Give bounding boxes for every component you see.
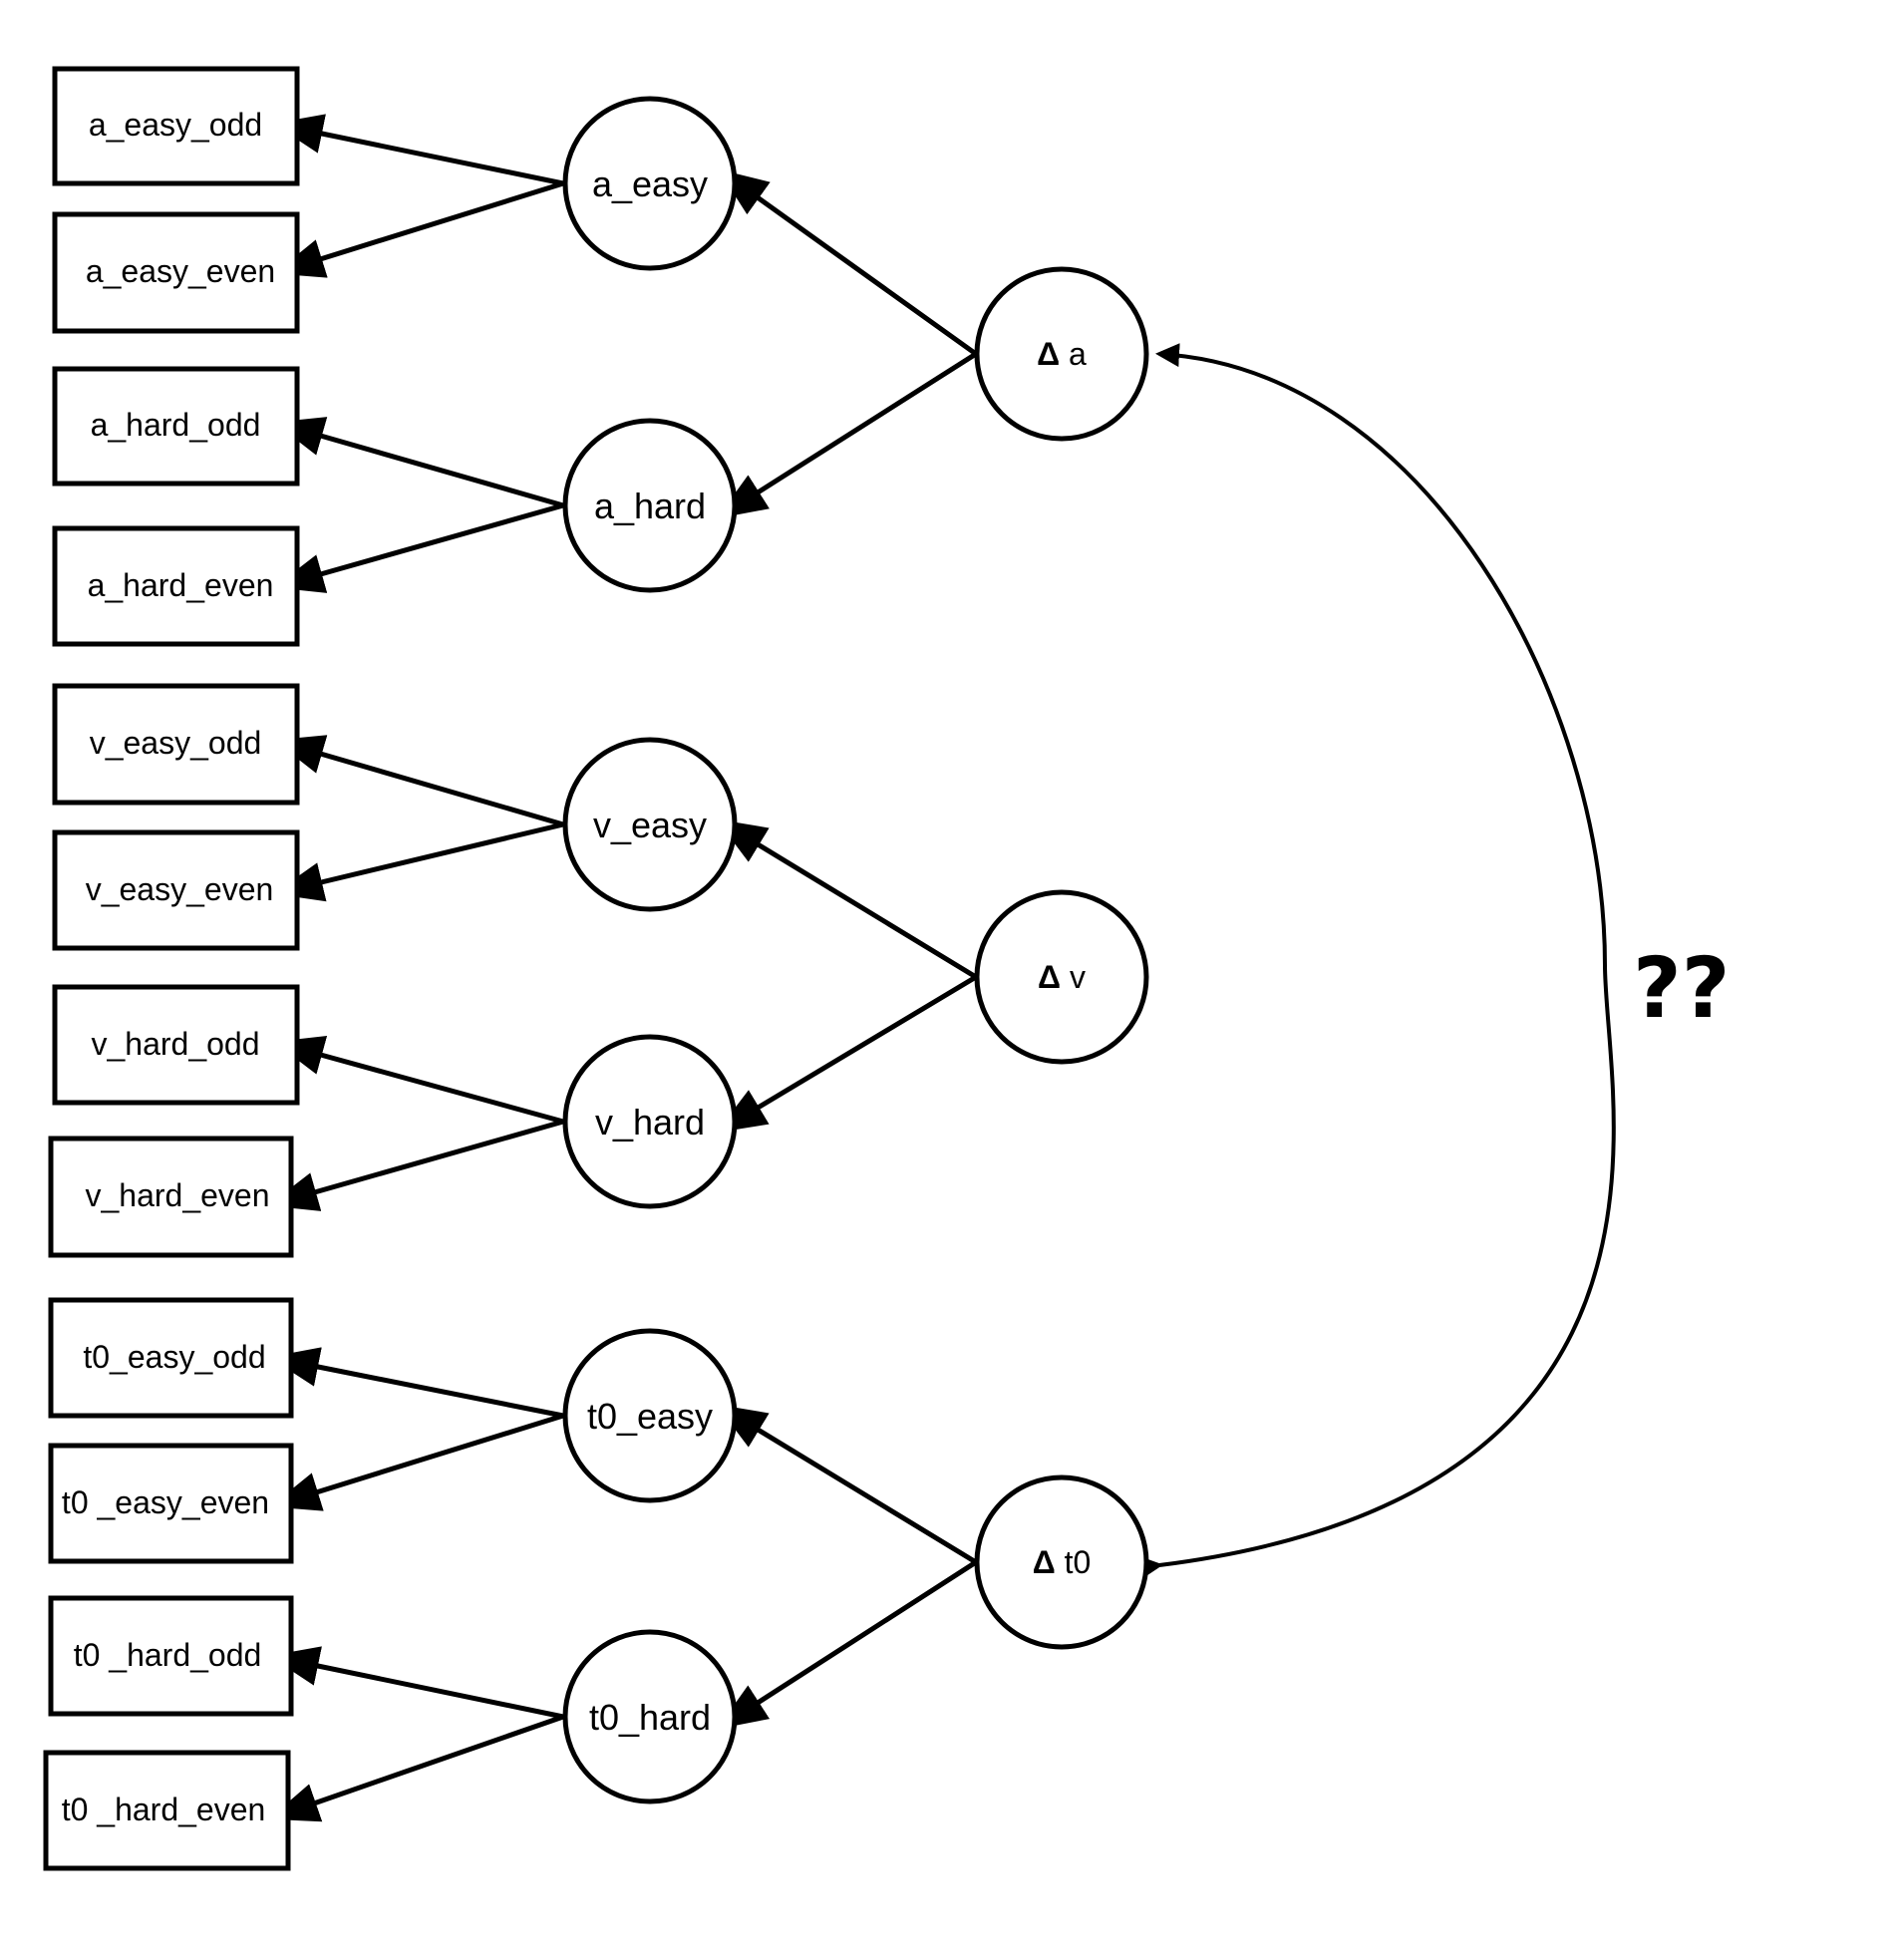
edge-delta-t0-to-t0-easy: [716, 1404, 978, 1565]
latent-t0-easy: t0_easy: [562, 1328, 738, 1503]
edge-t0-easy-to-t0-easy-even: [270, 1413, 564, 1511]
latent-a-easy: a_easy: [562, 96, 738, 271]
latent-v-easy: v_easy: [562, 737, 738, 912]
observed-v-easy-even: v_easy_even: [52, 829, 300, 951]
observed-v-hard-even: v_hard_even: [48, 1136, 294, 1258]
observed-label: a_easy_even: [86, 253, 275, 289]
edge-t0-hard-to-t0-hard-odd: [268, 1646, 564, 1720]
edge-v-hard-to-v-hard-even: [267, 1119, 564, 1211]
observed-label: a_hard_even: [88, 567, 274, 603]
edge-delta-a-to-a-hard: [717, 351, 978, 519]
edge-a-hard-to-a-hard-odd: [273, 417, 564, 508]
edge-delta-v-to-v-easy: [716, 818, 978, 980]
edge-delta-a-to-a-easy: [718, 168, 978, 357]
delta-a-name: a: [1069, 336, 1087, 372]
delta-a: Δ a: [974, 266, 1149, 442]
observed-label: t0 _easy_even: [62, 1484, 269, 1520]
observed-t0-hard-odd: t0 _hard_odd: [48, 1595, 294, 1717]
delta-v: Δ v: [974, 889, 1149, 1065]
edge-v-easy-to-v-easy-even: [273, 821, 564, 902]
observed-a-hard-even: a_hard_even: [52, 525, 300, 647]
observed-a-hard-odd: a_hard_odd: [52, 366, 300, 487]
observed-t0-easy-even: t0 _easy_even: [48, 1443, 294, 1564]
delta-symbol: Δ: [1037, 336, 1060, 372]
observed-v-hard-odd: v_hard_odd: [52, 984, 300, 1106]
observed-label: t0 _hard_odd: [74, 1637, 262, 1673]
edge-a-easy-to-a-easy-odd: [272, 114, 564, 186]
delta-v-label: Δ v: [1038, 959, 1086, 995]
observed-a-easy-even: a_easy_even: [52, 211, 300, 334]
edge-delta-t0-to-t0-hard: [717, 1559, 978, 1730]
delta-symbol: Δ: [1033, 1544, 1056, 1580]
observed-a-easy-odd: a_easy_odd: [52, 66, 300, 186]
edge-a-hard-to-a-hard-even: [273, 502, 564, 593]
edge-v-hard-to-v-hard-odd: [273, 1036, 564, 1125]
delta-v-name: v: [1070, 959, 1086, 995]
observed-label: t0_easy_odd: [83, 1339, 265, 1375]
edge-v-easy-to-v-easy-odd: [273, 735, 564, 827]
latent-label: a_hard: [594, 486, 706, 526]
delta-t0-label: Δ t0: [1033, 1544, 1092, 1580]
observed-label: a_easy_odd: [89, 107, 262, 143]
observed-label: v_hard_even: [85, 1177, 269, 1213]
observed-t0-easy-odd: t0_easy_odd: [48, 1297, 294, 1419]
latent-a-hard: a_hard: [562, 418, 738, 593]
observed-label: v_hard_odd: [91, 1026, 259, 1062]
latent-label: t0_easy: [587, 1396, 713, 1437]
latent-v-hard: v_hard: [562, 1034, 738, 1209]
edge-a-easy-to-a-easy-even: [274, 180, 564, 278]
edge-t0-hard-to-t0-hard-even: [268, 1714, 564, 1822]
delta-t0-name: t0: [1065, 1544, 1092, 1580]
delta-a-label: Δ a: [1037, 336, 1087, 372]
edge-delta-v-to-v-hard: [716, 974, 978, 1134]
delta-t0: Δ t0: [974, 1474, 1149, 1650]
correlation-arc: [1137, 343, 1616, 1580]
observed-label: t0 _hard_even: [62, 1792, 266, 1827]
observed-label: v_easy_odd: [90, 725, 262, 761]
latent-label: v_easy: [593, 805, 707, 845]
observed-v-easy-odd: v_easy_odd: [52, 683, 300, 806]
delta-symbol: Δ: [1038, 959, 1061, 995]
latent-label: a_easy: [592, 163, 708, 204]
latent-label: t0_hard: [589, 1697, 711, 1738]
latent-t0-hard: t0_hard: [562, 1629, 738, 1804]
observed-label: a_hard_odd: [91, 407, 261, 443]
observed-label: v_easy_even: [86, 871, 274, 907]
edge-t0-easy-to-t0-easy-odd: [268, 1347, 564, 1419]
latent-label: v_hard: [595, 1102, 705, 1143]
correlation-label: ??: [1633, 939, 1730, 1037]
observed-t0-hard-even: t0 _hard_even: [43, 1750, 291, 1871]
